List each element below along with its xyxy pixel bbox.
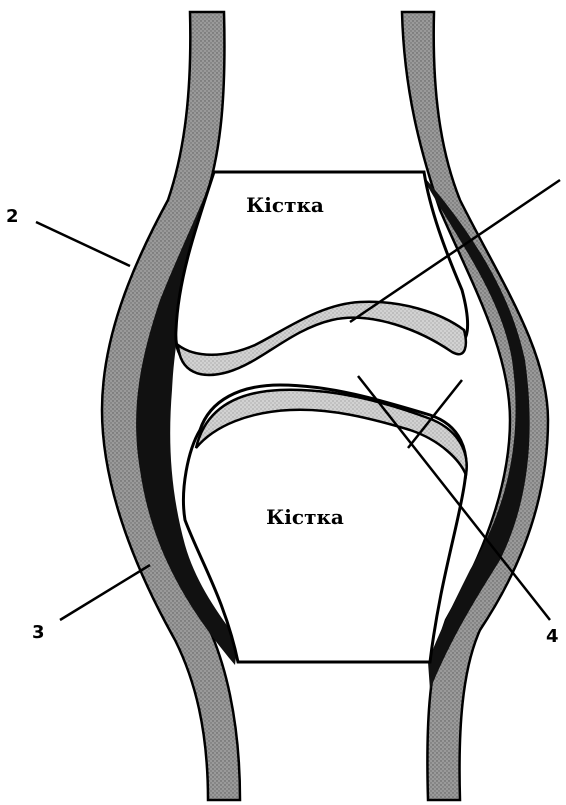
- callout-line-3: [60, 565, 150, 620]
- bone-label-top: Кістка: [246, 193, 324, 217]
- bone-label-bottom: Кістка: [266, 505, 344, 529]
- callout-label-4: 4: [546, 626, 559, 647]
- callout-line-2: [36, 222, 130, 266]
- callout-label-2: 2: [6, 206, 19, 227]
- callout-label-3: 3: [32, 622, 45, 643]
